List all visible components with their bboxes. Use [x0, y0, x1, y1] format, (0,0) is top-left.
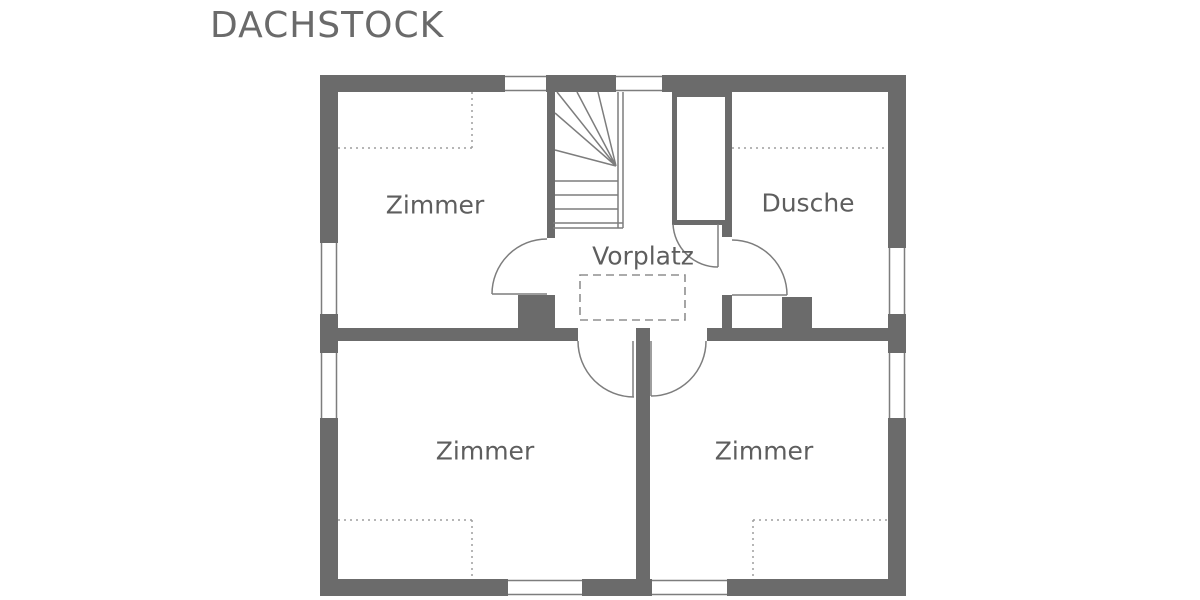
- center-partition-wall: [636, 341, 650, 579]
- room-label-zimmer-bottom-left: Zimmer: [435, 436, 535, 466]
- slope-line-zimmer-top-left: [338, 92, 473, 149]
- door-arc: [491, 238, 548, 295]
- window-left-lower: [320, 353, 338, 418]
- windows: [320, 75, 906, 596]
- dusche-wall-stub: [722, 295, 732, 328]
- door-arc: [577, 340, 635, 398]
- wall-right: [888, 75, 906, 596]
- window-bottom-right: [652, 579, 727, 596]
- door-zimmer-bottom-left: [577, 340, 635, 398]
- pier-right: [782, 297, 812, 328]
- mid-wall-right-segment: [707, 328, 888, 341]
- slope-line-zimmer-bottom-right: [752, 519, 888, 579]
- door-zimmer-top-left: [491, 238, 548, 295]
- wall-top: [320, 75, 906, 92]
- room-label-zimmer-top-left: Zimmer: [385, 190, 485, 220]
- staircase: [553, 91, 624, 229]
- pier-left: [518, 295, 555, 328]
- room-label-vorplatz: Vorplatz: [592, 241, 694, 271]
- wall-bottom: [320, 579, 906, 596]
- outer-walls: [320, 75, 906, 596]
- door-stair-corridor: [672, 223, 719, 268]
- door-dusche: [731, 239, 788, 296]
- vorplatz-dashed-rect: [579, 274, 686, 321]
- stair-side-rails: [553, 92, 624, 229]
- stair-treads: [555, 180, 618, 210]
- mid-wall-center-segment: [636, 328, 650, 341]
- window-top-1: [505, 75, 546, 92]
- door-arc: [650, 340, 707, 397]
- page-title: DACHSTOCK: [210, 5, 445, 46]
- door-arc: [672, 223, 719, 268]
- stair-winders: [554, 91, 617, 167]
- roof-slope-lines: [338, 92, 888, 579]
- wall-left: [320, 75, 338, 596]
- door-zimmer-bottom-right: [650, 340, 707, 397]
- room-label-zimmer-bottom-right: Zimmer: [714, 436, 814, 466]
- doors: [491, 223, 788, 398]
- window-bottom-left: [508, 579, 582, 596]
- window-right-upper: [888, 248, 906, 314]
- mid-wall-left-segment: [338, 328, 578, 341]
- window-left-upper: [320, 243, 338, 314]
- interior-walls: [338, 92, 888, 579]
- room-label-dusche: Dusche: [761, 188, 855, 218]
- door-arc: [731, 239, 788, 296]
- closet: [672, 92, 730, 225]
- window-top-2: [616, 75, 662, 92]
- window-right-lower: [888, 353, 906, 418]
- slope-line-zimmer-bottom-left: [338, 519, 473, 579]
- stair-left-wall: [547, 92, 555, 238]
